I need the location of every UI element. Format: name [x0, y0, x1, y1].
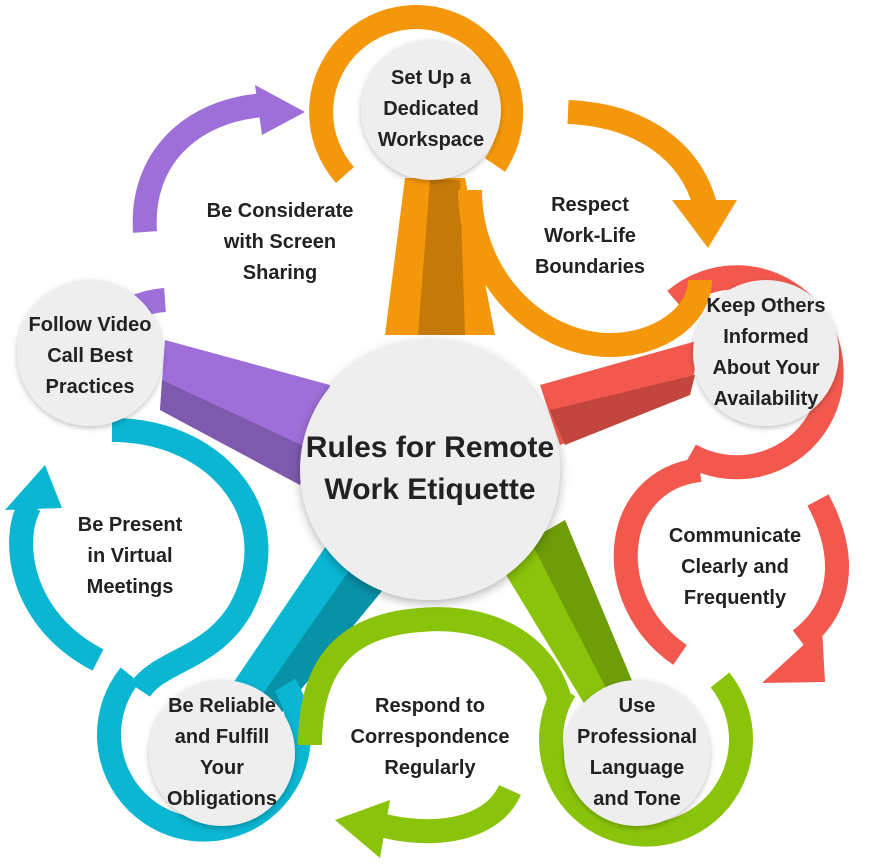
spoke-availability-shade	[550, 375, 695, 445]
arrow-work-life-top	[567, 100, 717, 209]
arrow-label-communicate: Communicate Clearly and Frequently	[650, 521, 820, 614]
present-line-2: in Virtual	[87, 545, 173, 567]
node-availability-line-1: Keep Others	[706, 295, 826, 317]
work-life-line-3: Boundaries	[534, 256, 646, 278]
screen-sharing-line-2: with Screen	[223, 231, 337, 253]
node-circle-workspace	[361, 40, 501, 180]
node-video-call-line-2: Call Best	[47, 345, 133, 367]
node-availability-line-3: About Your	[712, 357, 820, 379]
arrow-work-life	[458, 189, 712, 358]
arrow-label-present: Be Present in Virtual Meetings	[50, 510, 210, 603]
communicate-line-3: Frequently	[683, 587, 787, 609]
node-label-obligations: Be Reliable and Fulfill Your Obligations	[147, 691, 297, 815]
respond-line-1: Respond to	[375, 695, 485, 717]
present-line-3: Meetings	[86, 576, 174, 598]
arrow-label-screen-sharing: Be Considerate with Screen Sharing	[185, 196, 375, 289]
center-title-line-2: Work Etiquette	[324, 473, 536, 506]
arrow-label-work-life: Respect Work-Life Boundaries	[510, 190, 670, 283]
center-title-line-1: Rules for Remote	[305, 431, 555, 464]
node-workspace-line-2: Dedicated	[383, 98, 479, 120]
node-label-workspace: Set Up a Dedicated Workspace	[361, 63, 501, 156]
node-circle-language	[564, 680, 710, 826]
ring-workspace	[309, 5, 524, 183]
node-label-availability: Keep Others Informed About Your Availabi…	[691, 291, 841, 415]
ring-obligations	[96, 667, 311, 842]
arrow-respond	[298, 607, 572, 746]
arrow-present-left	[9, 499, 104, 671]
work-life-line-1: Respect	[551, 194, 629, 216]
node-label-language: Use Professional Language and Tone	[562, 691, 712, 815]
node-language-line-4: and Tone	[593, 788, 681, 810]
screen-sharing-line-3: Sharing	[242, 262, 318, 284]
arrowhead-purple	[255, 85, 305, 135]
node-label-video-call: Follow Video Call Best Practices	[15, 310, 165, 403]
node-obligations-line-1: Be Reliable	[168, 695, 276, 717]
spoke-video-call-shade	[160, 380, 312, 485]
node-language-line-2: Professional	[576, 726, 698, 748]
arrowhead-orange	[672, 200, 737, 248]
center-circle	[300, 340, 560, 600]
node-circle-availability	[693, 280, 839, 426]
arrow-present	[111, 418, 269, 698]
arrow-communicate	[613, 458, 702, 665]
node-availability-line-2: Informed	[723, 326, 809, 348]
communicate-line-1: Communicate	[668, 525, 802, 547]
node-circle-obligations	[149, 680, 295, 826]
node-video-call-line-3: Practices	[45, 376, 135, 398]
spoke-language-shade	[530, 520, 640, 700]
work-life-line-2: Work-Life	[544, 225, 636, 247]
node-circle-video-call	[17, 280, 163, 426]
node-obligations-line-2: and Fulfill	[174, 726, 270, 748]
arrow-screen-sharing	[132, 93, 267, 233]
screen-sharing-line-1: Be Considerate	[206, 200, 354, 222]
present-line-1: Be Present	[77, 514, 183, 536]
arrow-label-respond: Respond to Correspondence Regularly	[340, 691, 520, 784]
respond-line-3: Regularly	[384, 757, 476, 779]
spoke-workspace-shade	[418, 180, 465, 335]
node-availability-line-4: Availability	[713, 388, 819, 410]
arrowhead-cyan	[5, 465, 62, 510]
node-obligations-line-3: Your	[199, 757, 245, 779]
arrowhead-red	[762, 628, 825, 683]
communicate-line-2: Clearly and	[681, 556, 789, 578]
arrowhead-green	[335, 800, 390, 858]
center-title: Rules for Remote Work Etiquette	[300, 427, 560, 511]
node-video-call-line-1: Follow Video	[28, 314, 152, 336]
node-obligations-line-4: Obligations	[167, 788, 277, 810]
ring-language	[539, 672, 754, 847]
arrow-communicate-right	[792, 494, 849, 650]
node-language-line-3: Language	[589, 757, 685, 779]
node-language-line-1: Use	[618, 695, 656, 717]
spoke-obligations-shade	[255, 555, 395, 715]
respond-line-2: Correspondence	[350, 726, 510, 748]
node-workspace-line-1: Set Up a	[390, 67, 472, 89]
node-workspace-line-3: Workspace	[377, 129, 485, 151]
